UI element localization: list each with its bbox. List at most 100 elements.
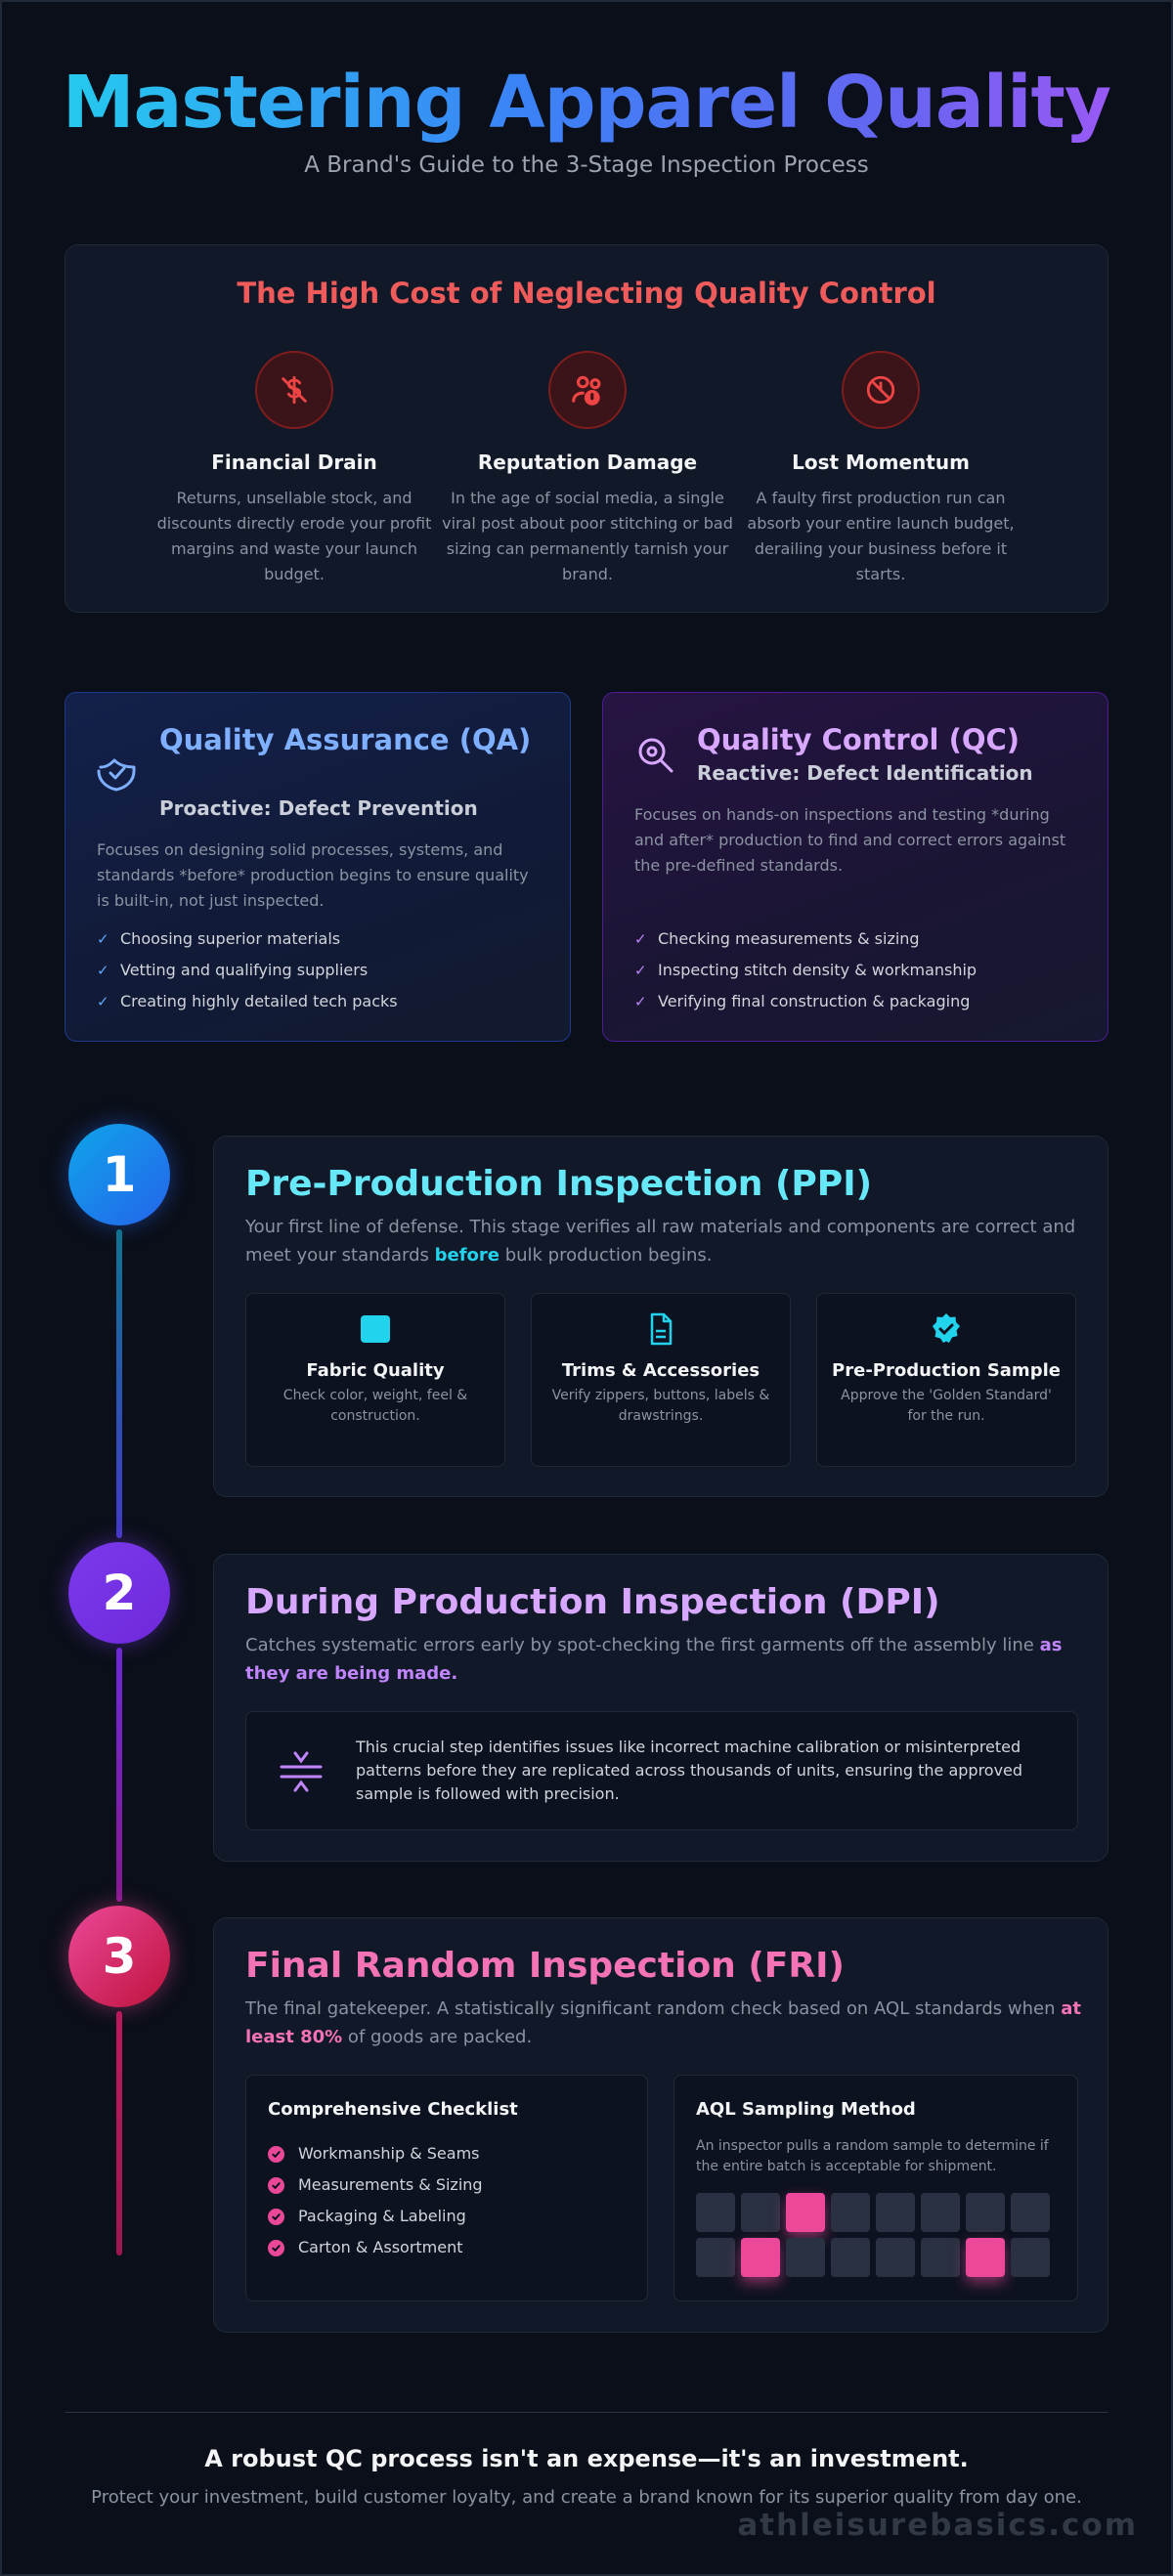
cost-item-financial: Financial Drain Returns, unsellable stoc… (148, 351, 441, 587)
timeline-line (116, 2011, 122, 2255)
check-circle-icon (268, 2208, 284, 2225)
stage-ppi: Pre-Production Inspection (PPI) Your fir… (213, 1136, 1108, 1497)
check-icon: ✓ (97, 962, 109, 979)
check-icon: ✓ (634, 930, 647, 948)
check-circle-icon (268, 2145, 284, 2163)
card-title: Trims & Accessories (561, 1360, 760, 1381)
qa-description: Focuses on designing solid processes, sy… (97, 840, 529, 910)
list-item: Measurements & Sizing (268, 2169, 483, 2201)
check-circle-icon (268, 2239, 284, 2256)
footer-divider (65, 2412, 1108, 2413)
ppi-card-fabric: Fabric Quality Check color, weight, feel… (245, 1293, 505, 1467)
sample-cell (696, 2193, 735, 2232)
list-item: Workmanship & Seams (268, 2138, 483, 2169)
sample-cell (876, 2193, 915, 2232)
timeline-line (116, 1229, 122, 1538)
step-number-3: 3 (68, 1906, 170, 2007)
step-number-2: 2 (68, 1542, 170, 1644)
watermark: athleisurebasics.com (737, 2508, 1138, 2543)
sample-cell (696, 2238, 735, 2277)
magnifier-check-icon (632, 732, 679, 779)
sample-cell-selected (741, 2238, 780, 2277)
cost-item-text: Returns, unsellable stock, and discounts… (156, 489, 432, 583)
shield-check-icon (95, 750, 142, 796)
card-text: Approve the 'Golden Standard' for the ru… (841, 1388, 1052, 1424)
sample-cell (1011, 2193, 1050, 2232)
sample-cell (876, 2238, 915, 2277)
verified-badge-icon (929, 1311, 964, 1347)
list-item: ✓Verifying final construction & packagin… (634, 986, 977, 1017)
qa-subtitle: Proactive: Defect Prevention (159, 796, 478, 820)
checklist: Workmanship & Seams Measurements & Sizin… (268, 2138, 483, 2263)
sample-cell (921, 2193, 960, 2232)
timeline-line (116, 1648, 122, 1902)
stage-description: Your first line of defense. This stage v… (245, 1217, 1076, 1266)
list-item: ✓Choosing superior materials (97, 923, 398, 955)
cost-title: The High Cost of Neglecting Quality Cont… (237, 277, 936, 310)
stage-description: The final gatekeeper. A statistically si… (245, 1998, 1081, 2047)
check-icon: ✓ (634, 962, 647, 979)
people-alert-icon (548, 351, 627, 429)
list-item: Carton & Assortment (268, 2232, 483, 2263)
card-title: Pre-Production Sample (832, 1360, 1061, 1381)
fri-aql: AQL Sampling Method An inspector pulls a… (673, 2075, 1078, 2301)
fri-checklist: Comprehensive Checklist Workmanship & Se… (245, 2075, 648, 2301)
cost-item-title: Financial Drain (211, 451, 377, 474)
footer-title: A robust QC process isn't an expense—it'… (204, 2445, 969, 2472)
fabric-swatch-icon (358, 1311, 393, 1347)
card-title: Fabric Quality (306, 1360, 445, 1381)
list-item: ✓Inspecting stitch density & workmanship (634, 955, 977, 986)
page-title: Mastering Apparel Quality (0, 61, 1173, 145)
qc-list: ✓Checking measurements & sizing ✓Inspect… (634, 923, 977, 1017)
step-number-1: 1 (68, 1124, 170, 1225)
stage-description: Catches systematic errors early by spot-… (245, 1635, 1063, 1684)
dpi-note: This crucial step identifies issues like… (245, 1711, 1078, 1830)
qc-card: Quality Control (QC) Reactive: Defect Id… (602, 692, 1108, 1042)
cost-item-text: A faulty first production run can absorb… (747, 489, 1015, 583)
qc-title: Quality Control (QC) (697, 723, 1021, 756)
sample-cell (921, 2238, 960, 2277)
sample-cell (786, 2238, 825, 2277)
qc-subtitle: Reactive: Defect Identification (697, 761, 1033, 785)
check-circle-icon (268, 2176, 284, 2194)
sample-cell (966, 2193, 1005, 2232)
list-item: Packaging & Labeling (268, 2201, 483, 2232)
gauge-blocked-icon (842, 351, 920, 429)
stage-title: Final Random Inspection (FRI) (245, 1946, 845, 1986)
sample-cell (831, 2238, 870, 2277)
check-icon: ✓ (97, 930, 109, 948)
list-item: ✓Checking measurements & sizing (634, 923, 977, 955)
list-item: ✓Creating highly detailed tech packs (97, 986, 398, 1017)
aql-sample-grid (696, 2193, 1050, 2277)
check-icon: ✓ (97, 993, 109, 1010)
qa-list: ✓Choosing superior materials ✓Vetting an… (97, 923, 398, 1017)
list-item: ✓Vetting and qualifying suppliers (97, 955, 398, 986)
dpi-note-text: This crucial step identifies issues like… (356, 1738, 1023, 1803)
page-subtitle: A Brand's Guide to the 3-Stage Inspectio… (304, 152, 869, 178)
sample-cell-selected (786, 2193, 825, 2232)
check-icon: ✓ (634, 993, 647, 1010)
card-text: Check color, weight, feel & construction… (282, 1388, 468, 1424)
footer-text: Protect your investment, build customer … (91, 2487, 1082, 2508)
money-off-icon (255, 351, 333, 429)
qc-description: Focuses on hands-on inspections and test… (634, 805, 1066, 875)
aql-text: An inspector pulls a random sample to de… (696, 2138, 1049, 2174)
stage-title: During Production Inspection (DPI) (245, 1582, 940, 1622)
stage-dpi: During Production Inspection (DPI) Catch… (213, 1554, 1108, 1862)
qa-title: Quality Assurance (QA) (159, 723, 532, 756)
cost-item-momentum: Lost Momentum A faulty first production … (734, 351, 1027, 587)
stage-title: Pre-Production Inspection (PPI) (245, 1164, 873, 1204)
cost-item-text: In the age of social media, a single vir… (442, 489, 733, 583)
stage-fri: Final Random Inspection (FRI) The final … (213, 1917, 1108, 2333)
document-icon (643, 1311, 678, 1347)
sample-cell (831, 2193, 870, 2232)
cost-item-reputation: Reputation Damage In the age of social m… (441, 351, 734, 587)
qa-card: Quality Assurance (QA) Proactive: Defect… (65, 692, 571, 1042)
checklist-title: Comprehensive Checklist (268, 2099, 518, 2120)
ppi-card-sample: Pre-Production Sample Approve the 'Golde… (816, 1293, 1076, 1467)
sample-cell (741, 2193, 780, 2232)
aql-title: AQL Sampling Method (696, 2099, 916, 2120)
card-text: Verify zippers, buttons, labels & drawst… (551, 1388, 770, 1424)
cost-section: The High Cost of Neglecting Quality Cont… (65, 244, 1108, 613)
cost-item-title: Lost Momentum (792, 451, 970, 474)
